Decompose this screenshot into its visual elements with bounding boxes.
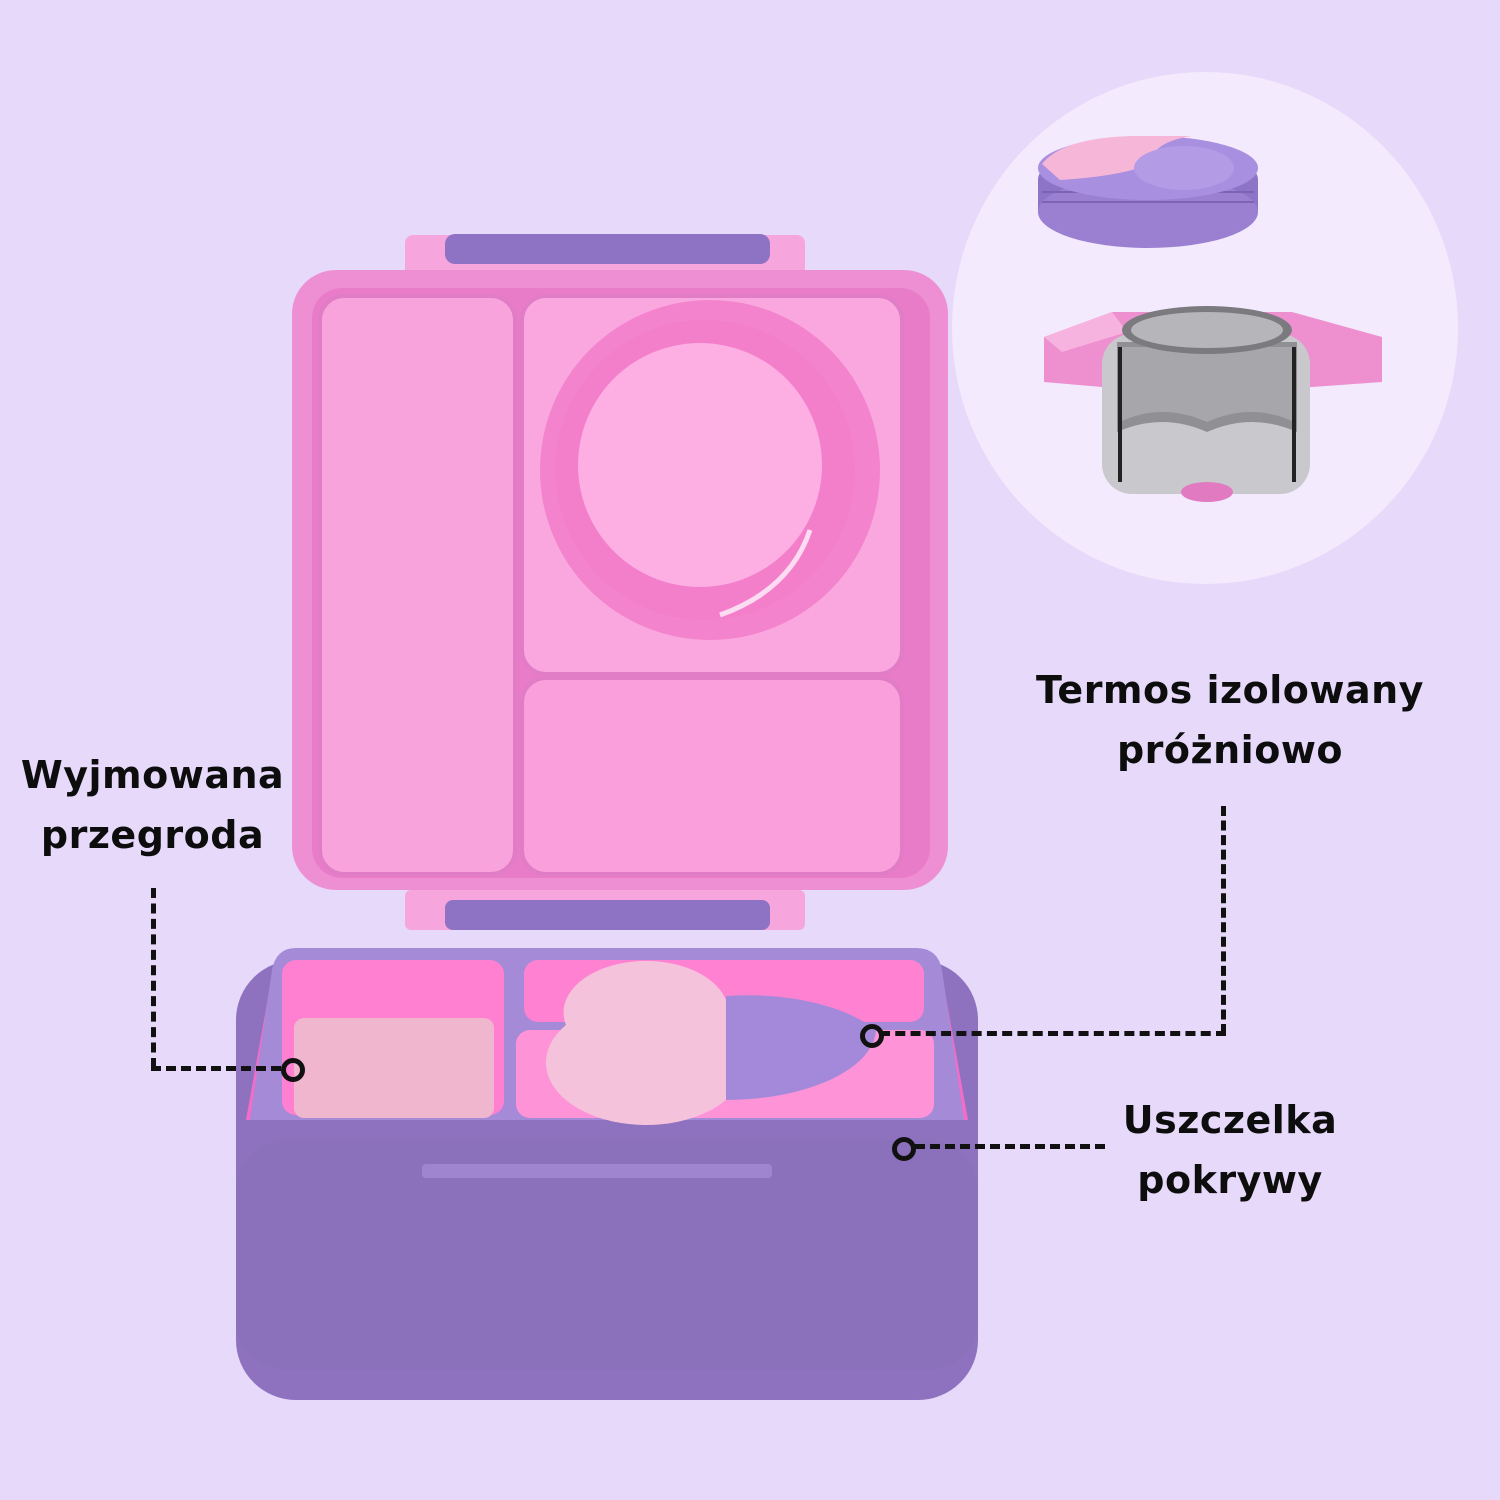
lunchbox-lid — [290, 230, 950, 930]
leader-line-divider-horizontal — [151, 1066, 281, 1071]
thermos-cup — [1044, 306, 1382, 502]
lunchbox-base — [226, 930, 988, 1410]
callout-dot-divider — [281, 1058, 305, 1082]
leader-line-thermos-horizontal — [880, 1031, 1226, 1036]
removable-divider-insert — [294, 1018, 494, 1118]
callout-dot-seal — [892, 1137, 916, 1161]
thermos-lid — [1038, 136, 1258, 248]
leader-line-divider-vertical — [151, 888, 156, 1068]
thermos-lid-purple-half — [726, 995, 876, 1100]
thermos-inset-circle — [952, 72, 1458, 584]
lid-compartment-left — [318, 294, 517, 876]
callout-seal-label: Uszczelka pokrywy — [1122, 1098, 1338, 1202]
callout-removable-divider-label: Wyjmowana przegroda — [20, 753, 285, 857]
thermos-lid-pink-half — [546, 960, 726, 1125]
leader-line-seal-horizontal — [915, 1144, 1105, 1149]
lid-compartment-bottom — [520, 676, 904, 876]
leader-line-thermos-vertical — [1221, 806, 1226, 1034]
top-hinge-bar — [445, 234, 770, 264]
callout-thermos-label: Termos izolowany próżniowo — [1036, 668, 1424, 772]
thermos-cutaway-illustration — [1038, 136, 1382, 502]
callout-dot-thermos — [860, 1024, 884, 1048]
